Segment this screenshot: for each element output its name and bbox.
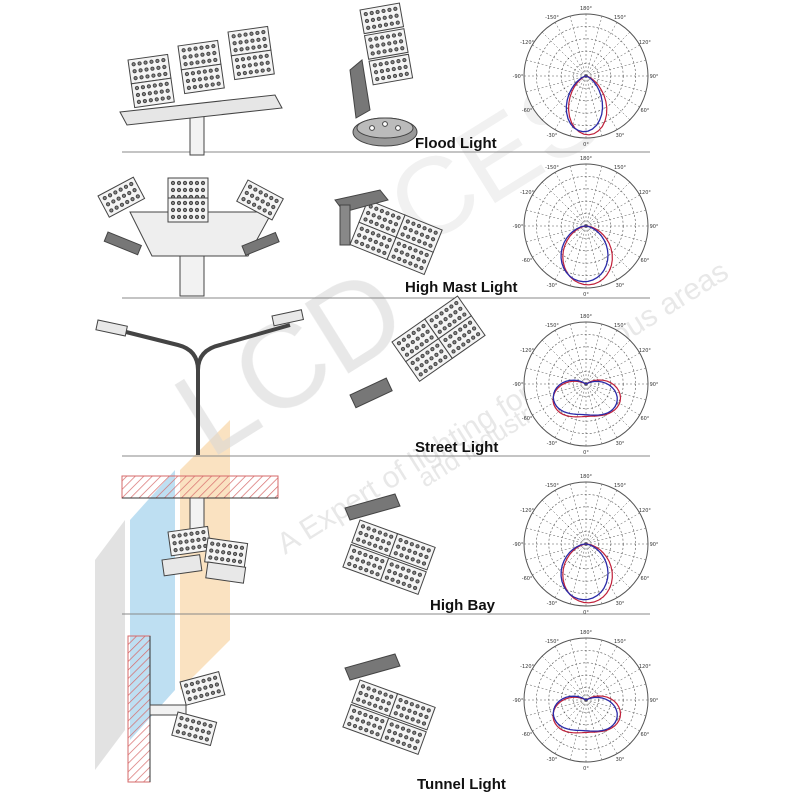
polar-label-right-mid: 90° [650, 542, 659, 548]
mast-head [129, 211, 273, 257]
polar-label-bottom-left: -30° [547, 757, 558, 763]
polar-label-left-mid: -90° [513, 224, 524, 230]
polar-label-mid-upper-left: -120° [520, 348, 534, 354]
polar-label-lower-left: -60° [522, 108, 533, 114]
polar-label-mid-upper-right: 120° [639, 40, 652, 46]
polar-curve-blue [565, 75, 604, 133]
polar-label-right-mid: 90° [650, 224, 659, 230]
polar-label-top: 180° [580, 314, 593, 320]
polar-label-upper-left: -150° [545, 165, 559, 171]
watermark-gray-bar [95, 520, 125, 770]
polar-diagram-1: 180° 150° 120° 90° 60° 30° 0° -30° -60° -90° -120°… [513, 6, 659, 148]
polar-label-lower-right: 60° [640, 732, 649, 738]
polar-curve-blue [552, 695, 618, 732]
double-arm-street-pole-illustration [95, 309, 305, 455]
polar-label-upper-left: -150° [545, 323, 559, 329]
polar-label-right-mid: 90° [650, 74, 659, 80]
polar-label-upper-right: 150° [614, 165, 627, 171]
row-separators [122, 151, 650, 615]
polar-label-bottom-left: -30° [547, 601, 558, 607]
polar-label-lower-left: -60° [522, 576, 533, 582]
tower-crossbar [119, 94, 283, 126]
polar-label-mid-upper-right: 120° [639, 190, 652, 196]
polar-curve-blue [552, 379, 618, 416]
row-label-tunnel-light: Tunnel Light [417, 776, 506, 793]
street-light-fixture-icon [349, 295, 486, 409]
polar-label-left-mid: -90° [513, 542, 524, 548]
row-label-flood-light: Flood Light [415, 135, 497, 152]
polar-label-bottom-right: 30° [616, 441, 625, 447]
polar-label-right-mid: 90° [650, 698, 659, 704]
polar-label-upper-right: 150° [614, 15, 627, 21]
polar-label-top: 180° [580, 6, 593, 12]
polar-label-top: 180° [580, 474, 593, 480]
high-bay-fixture-icon [342, 493, 436, 595]
polar-label-bottom-right: 30° [616, 283, 625, 289]
flood-light-fixture-icon [349, 2, 418, 147]
polar-label-upper-right: 150° [614, 483, 627, 489]
polar-label-bottom: 0° [583, 766, 589, 772]
polar-label-top: 180° [580, 156, 593, 162]
polar-label-lower-left: -60° [522, 258, 533, 264]
polar-label-mid-upper-left: -120° [520, 508, 534, 514]
ceiling-hatch [121, 475, 279, 499]
polar-label-bottom: 0° [583, 292, 589, 298]
polar-label-bottom-right: 30° [616, 133, 625, 139]
polar-label-lower-right: 60° [640, 576, 649, 582]
polar-label-upper-left: -150° [545, 483, 559, 489]
polar-curve-blue [560, 543, 609, 601]
polar-label-bottom-left: -30° [547, 283, 558, 289]
polar-label-left-mid: -90° [513, 382, 524, 388]
polar-label-bottom: 0° [583, 142, 589, 148]
polar-label-mid-upper-left: -120° [520, 40, 534, 46]
polar-diagram-3: 180° 150° 120° 90° 60° 30° 0° -30° -60° -90° -120°… [513, 314, 659, 456]
polar-curve-blue [560, 225, 609, 283]
polar-label-bottom-left: -30° [547, 133, 558, 139]
polar-diagram-5: 180° 150° 120° 90° 60° 30° 0° -30° -60° -90° -120°… [513, 630, 659, 772]
polar-diagram-4: 180° 150° 120° 90° 60° 30° 0° -30° -60° -90° -120°… [513, 474, 659, 616]
polar-label-right-mid: 90° [650, 382, 659, 388]
polar-label-lower-right: 60° [640, 258, 649, 264]
polar-label-lower-left: -60° [522, 416, 533, 422]
high-mast-fixture-icon [334, 189, 443, 275]
polar-label-upper-left: -150° [545, 639, 559, 645]
polar-diagram-2: 180° 150° 120° 90° 60° 30° 0° -30° -60° -90° -120°… [513, 156, 659, 298]
polar-label-mid-upper-right: 120° [639, 664, 652, 670]
polar-label-mid-upper-right: 120° [639, 508, 652, 514]
tunnel-light-fixture-icon [342, 653, 436, 755]
high-mast-pole-illustration [97, 176, 284, 297]
polar-label-lower-left: -60° [522, 732, 533, 738]
polar-label-bottom-right: 30° [616, 757, 625, 763]
row-label-street-light: Street Light [415, 439, 498, 456]
polar-label-upper-right: 150° [614, 639, 627, 645]
polar-label-upper-right: 150° [614, 323, 627, 329]
tower-pole [189, 114, 205, 156]
polar-label-left-mid: -90° [513, 74, 524, 80]
row-label-high-mast-light: High Mast Light [405, 279, 518, 296]
ceiling-mounted-bay-illustration [121, 475, 279, 584]
wall-hatch [127, 635, 151, 783]
polar-label-lower-right: 60° [640, 108, 649, 114]
polar-label-lower-right: 60° [640, 416, 649, 422]
polar-label-bottom: 0° [583, 610, 589, 616]
polar-distribution-diagrams: 180° 150° 120° 90° 60° 30° 0° -30° -60° -90° -120°… [513, 6, 659, 772]
wall-mounted-tunnel-illustration [127, 635, 226, 783]
polar-label-mid-upper-left: -120° [520, 664, 534, 670]
polar-label-bottom: 0° [583, 450, 589, 456]
polar-label-mid-upper-left: -120° [520, 190, 534, 196]
polar-label-mid-upper-right: 120° [639, 348, 652, 354]
polar-label-bottom-left: -30° [547, 441, 558, 447]
polar-label-upper-left: -150° [545, 15, 559, 21]
polar-label-top: 180° [580, 630, 593, 636]
row-label-high-bay: High Bay [430, 597, 496, 614]
polar-label-left-mid: -90° [513, 698, 524, 704]
polar-label-bottom-right: 30° [616, 601, 625, 607]
stadium-tower-illustration [119, 25, 283, 156]
